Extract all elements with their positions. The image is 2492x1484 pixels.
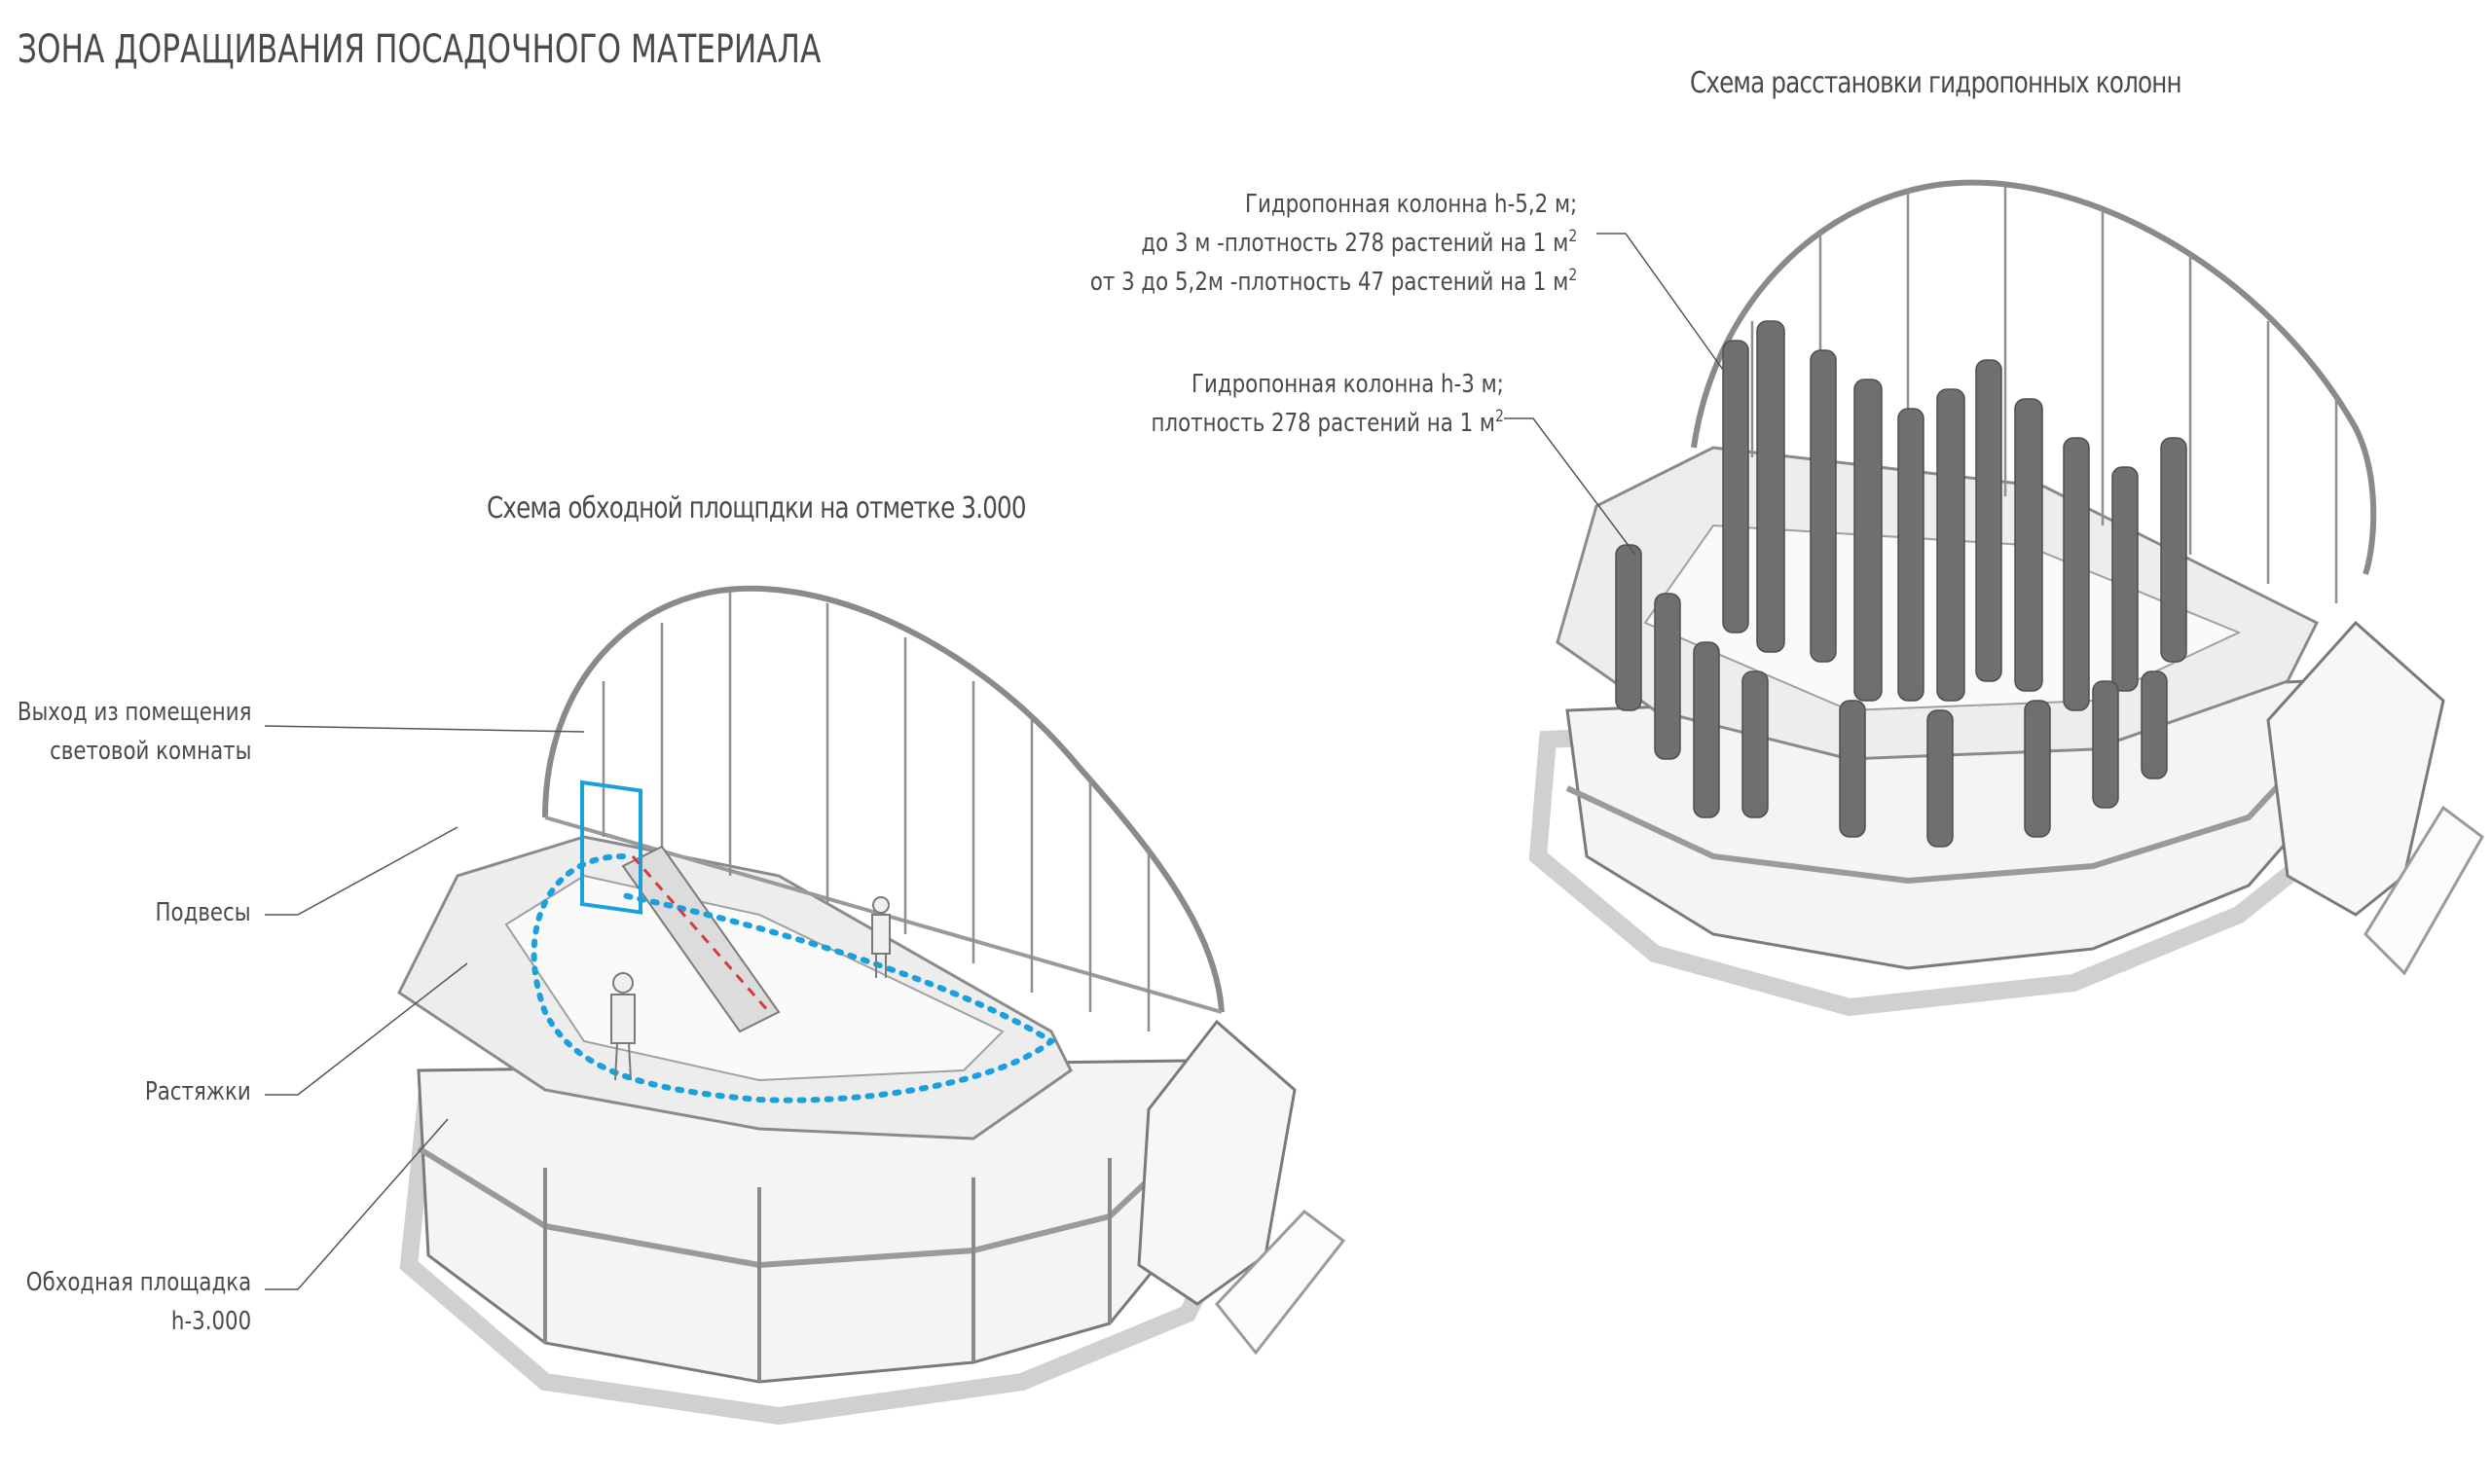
label-tall-column: Гидропонная колонна h-5,2 м; до 3 м -пло… — [1090, 185, 1577, 302]
left-leader-lines — [264, 725, 585, 1290]
label-exit-line2: световой комнаты — [49, 737, 251, 766]
label-walkway-line2: h-3.000 — [170, 1307, 251, 1336]
label-guy-wires-line1: Растяжки — [145, 1077, 251, 1106]
label-tall-line3: от 3 до 5,2м -плотность 47 растений на 1… — [1089, 268, 1569, 297]
label-short-line2: плотность 278 растений на 1 м — [1151, 409, 1496, 438]
label-short-line1: Гидропонная колонна h-3 м; — [1191, 370, 1504, 399]
left-dome-drawing — [397, 585, 1346, 1426]
right-scheme-title: Схема расстановки гидропонных колонн — [1690, 66, 2182, 100]
label-hangers: Подвесы — [156, 893, 251, 932]
page-title: ЗОНА ДОРАЩИВАНИЯ ПОСАДОЧНОГО МАТЕРИАЛА — [18, 27, 822, 72]
person-figure — [610, 896, 891, 1081]
label-short-column: Гидропонная колонна h-3 м; плотность 278… — [1152, 365, 1504, 443]
exit-door-outline — [580, 779, 642, 915]
label-exit: Выход из помещения световой комнаты — [17, 693, 251, 771]
route-dotted-line — [531, 853, 1057, 1104]
label-hangers-line1: Подвесы — [155, 898, 251, 927]
right-leader-lines — [1504, 233, 1724, 556]
label-exit-line1: Выход из помещения — [17, 698, 251, 727]
label-walkway: Обходная площадка h-3.000 — [26, 1263, 251, 1341]
label-tall-line1: Гидропонная колонна h-5,2 м; — [1244, 190, 1577, 219]
label-tall-sup1: 2 — [1568, 227, 1577, 246]
label-short-sup: 2 — [1495, 407, 1504, 426]
label-short-line2-wrap: плотность 278 растений на 1 м2 — [1152, 404, 1504, 443]
label-walkway-line1: Обходная площадка — [25, 1268, 251, 1297]
hydroponic-columns — [1615, 320, 2187, 848]
right-dome-arc — [1691, 179, 2377, 575]
label-guy-wires: Растяжки — [145, 1072, 251, 1111]
left-scheme-title: Схема обходной площпдки на отметке 3.000 — [487, 491, 1027, 525]
label-tall-line3-wrap: от 3 до 5,2м -плотность 47 растений на 1… — [1090, 263, 1577, 302]
left-dome-arc — [542, 585, 1225, 1013]
label-tall-line2: до 3 м -плотность 278 растений на 1 м — [1141, 229, 1569, 258]
label-tall-sup2: 2 — [1568, 266, 1577, 285]
left-stair — [621, 845, 781, 1033]
label-tall-line2-wrap: до 3 м -плотность 278 растений на 1 м2 — [1090, 224, 1577, 263]
right-dome-drawing — [1528, 179, 2484, 1017]
